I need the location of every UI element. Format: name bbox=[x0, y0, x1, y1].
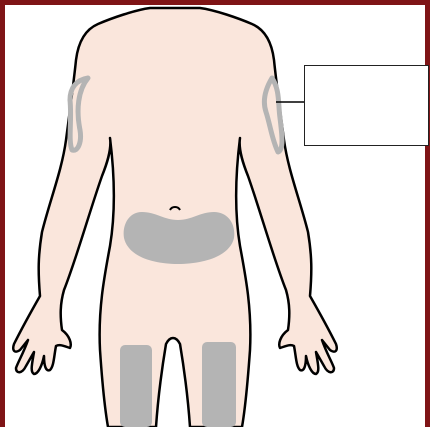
injection-site-thigh-right bbox=[202, 342, 236, 427]
injection-site-thigh-left bbox=[120, 345, 152, 427]
callout-label-box bbox=[304, 65, 429, 146]
body-outline bbox=[13, 8, 337, 427]
